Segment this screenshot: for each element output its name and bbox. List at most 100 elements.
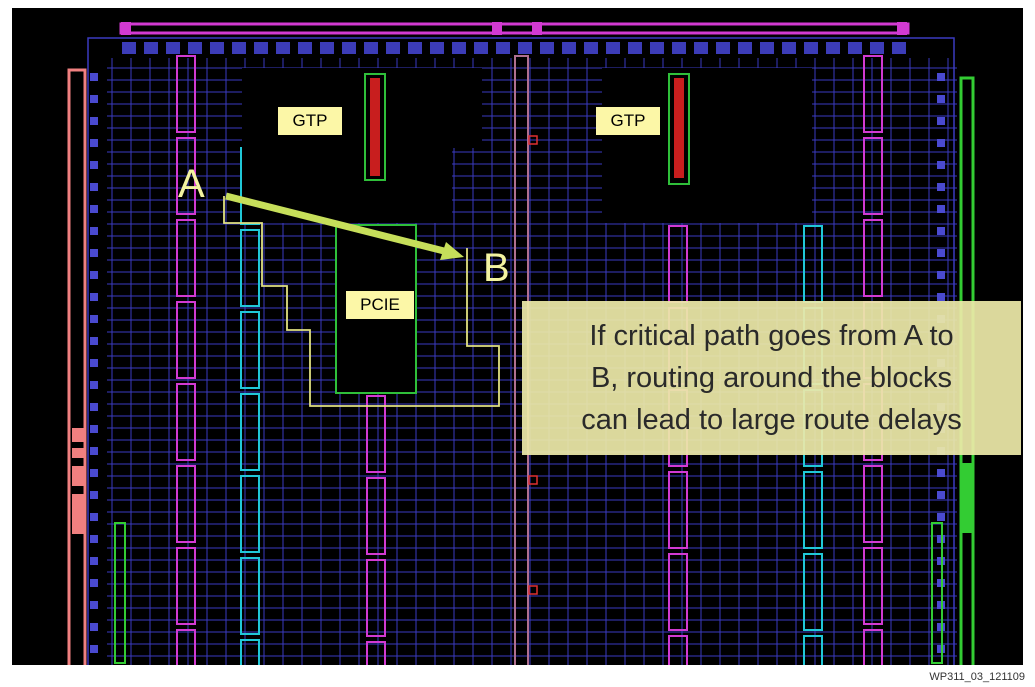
point-b-label: B xyxy=(483,246,510,290)
io-tile xyxy=(90,447,98,455)
top-tile xyxy=(584,42,598,54)
io-tile xyxy=(937,117,945,125)
right-io-block xyxy=(931,522,943,664)
top-tile xyxy=(804,42,818,54)
fpga-device-view: GTP GTP PCIE A B If critical path goes f… xyxy=(12,8,1023,665)
io-tile xyxy=(90,535,98,543)
io-tile xyxy=(937,249,945,257)
resource-column-block xyxy=(176,219,196,297)
top-tile xyxy=(276,42,290,54)
io-tile xyxy=(90,491,98,499)
io-tile xyxy=(90,117,98,125)
resource-column-block xyxy=(176,465,196,543)
io-tile xyxy=(937,205,945,213)
resource-column-block xyxy=(668,471,688,549)
io-tile xyxy=(90,359,98,367)
top-tile xyxy=(166,42,180,54)
resource-column-block xyxy=(176,301,196,379)
top-tile xyxy=(826,42,840,54)
io-tile xyxy=(90,315,98,323)
top-bus-tap xyxy=(897,22,907,35)
io-tile xyxy=(937,513,945,521)
io-tile xyxy=(90,513,98,521)
io-tile xyxy=(90,271,98,279)
io-tile xyxy=(90,337,98,345)
resource-column-block xyxy=(366,477,386,555)
resource-column-block xyxy=(863,629,883,665)
figure-identifier: WP311_03_121109 xyxy=(929,671,1025,683)
top-tile xyxy=(738,42,752,54)
top-tile xyxy=(430,42,444,54)
route-path xyxy=(223,196,500,407)
io-tile xyxy=(90,623,98,631)
note-line: If critical path goes from A to xyxy=(589,320,954,352)
resource-column-block xyxy=(176,547,196,625)
left-io-marker xyxy=(72,494,84,534)
gtp-right-column xyxy=(668,73,690,185)
resource-column-block xyxy=(668,635,688,665)
gtp-right-region xyxy=(602,68,812,223)
critical-path-note: If critical path goes from A to B, routi… xyxy=(522,301,1021,455)
top-tile xyxy=(342,42,356,54)
resource-column-block xyxy=(863,547,883,625)
resource-column-block xyxy=(803,225,823,303)
top-tile xyxy=(254,42,268,54)
left-io-bank xyxy=(67,68,87,665)
top-bus xyxy=(119,22,910,35)
io-tile xyxy=(90,249,98,257)
resource-column-block xyxy=(863,55,883,133)
top-tile xyxy=(562,42,576,54)
top-tile xyxy=(672,42,686,54)
gtp-left-region xyxy=(242,68,482,223)
clock-buffer xyxy=(528,135,538,145)
note-line: can lead to large route delays xyxy=(581,404,962,436)
top-tile xyxy=(518,42,532,54)
top-tile xyxy=(320,42,334,54)
note-line: B, routing around the blocks xyxy=(590,362,953,394)
resource-column-block xyxy=(176,137,196,215)
io-tile xyxy=(90,293,98,301)
top-bus-tap xyxy=(492,22,502,35)
left-io-marker xyxy=(72,466,84,486)
io-tile xyxy=(90,601,98,609)
top-tile xyxy=(892,42,906,54)
io-tile xyxy=(90,403,98,411)
io-tile xyxy=(90,139,98,147)
left-io-marker xyxy=(72,448,84,458)
io-tile xyxy=(90,73,98,81)
top-tile xyxy=(716,42,730,54)
resource-column-block xyxy=(803,471,823,549)
resource-column-block xyxy=(366,559,386,637)
fabric-floorplan xyxy=(67,22,975,665)
resource-column-block xyxy=(240,639,260,665)
io-tile xyxy=(90,381,98,389)
top-tile xyxy=(210,42,224,54)
resource-column-block xyxy=(863,137,883,215)
gtp-left-channels xyxy=(370,78,380,176)
top-tile xyxy=(870,42,884,54)
io-tile xyxy=(90,183,98,191)
io-tile xyxy=(90,469,98,477)
top-tile xyxy=(782,42,796,54)
io-tile xyxy=(937,139,945,147)
top-tile xyxy=(408,42,422,54)
resource-column-block xyxy=(176,55,196,133)
top-tile xyxy=(848,42,862,54)
top-tile xyxy=(232,42,246,54)
left-io-block xyxy=(114,522,126,664)
top-tile xyxy=(540,42,554,54)
top-tile xyxy=(474,42,488,54)
top-tile xyxy=(122,42,136,54)
resource-column-block xyxy=(863,219,883,297)
top-tile xyxy=(760,42,774,54)
left-io-marker xyxy=(72,428,84,442)
io-tile xyxy=(937,183,945,191)
top-tile xyxy=(650,42,664,54)
io-tile xyxy=(937,293,945,301)
io-tile xyxy=(937,161,945,169)
pcie-label: PCIE xyxy=(346,291,414,319)
io-tile xyxy=(90,205,98,213)
resource-column-block xyxy=(668,553,688,631)
resource-column-block xyxy=(240,557,260,635)
resource-column-block xyxy=(366,395,386,473)
